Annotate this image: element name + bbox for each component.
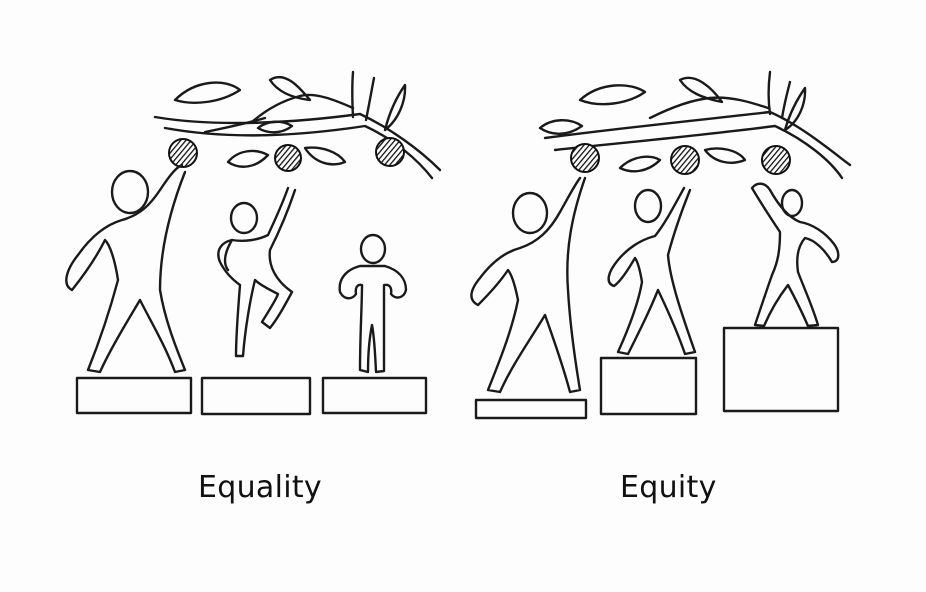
equity-panel: [470, 70, 852, 420]
apple: [168, 138, 198, 168]
leaf: [173, 81, 242, 104]
leaf: [703, 147, 747, 164]
leaf: [268, 76, 312, 102]
apple: [761, 145, 791, 175]
box-equity-large: [722, 326, 840, 413]
box-equal-1: [75, 376, 193, 415]
box-equal-3: [321, 376, 428, 415]
leaf: [256, 120, 294, 134]
apple: [274, 144, 302, 172]
short-person: [338, 233, 408, 374]
equity-caption: Equity: [620, 470, 717, 505]
box-equity-medium: [599, 356, 698, 416]
box-equal-2: [200, 376, 312, 416]
leaf: [618, 155, 662, 173]
leaf: [383, 83, 407, 132]
apple: [375, 137, 405, 167]
leaf: [578, 84, 647, 106]
middle-person-equity: [607, 186, 697, 356]
leaf: [678, 76, 724, 104]
leaf: [303, 146, 347, 166]
equality-panel: [65, 70, 442, 416]
leaf: [538, 119, 584, 135]
left-tree-branch: [153, 70, 442, 180]
box-equity-small: [474, 398, 588, 420]
equality-caption: Equality: [198, 470, 322, 505]
apple: [670, 145, 700, 175]
jumping-person: [217, 186, 297, 358]
tall-person: [65, 163, 187, 374]
right-tree-branch: [538, 70, 852, 180]
short-person-equity: [750, 182, 840, 328]
leaf: [783, 86, 807, 132]
leaf: [226, 149, 270, 168]
apple: [570, 143, 600, 173]
tall-person-equity: [470, 176, 587, 394]
